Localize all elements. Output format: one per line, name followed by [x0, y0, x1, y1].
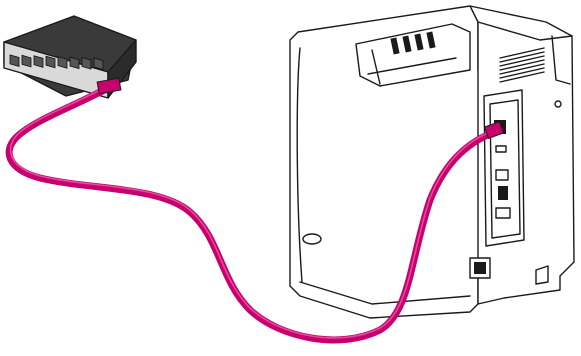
front-door-handle: [303, 234, 321, 244]
printer-icon: [290, 6, 574, 318]
